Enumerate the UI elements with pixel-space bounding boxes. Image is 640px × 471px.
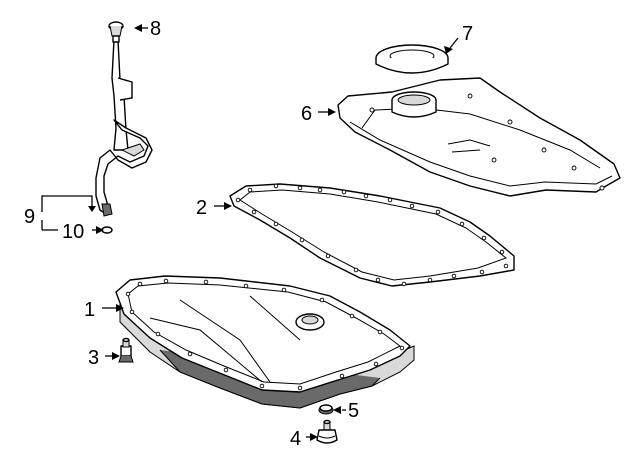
gasket-bolt-holes	[235, 183, 509, 287]
callout-8: 8	[150, 18, 161, 40]
part-bolt	[118, 337, 134, 363]
callout-1: 1	[84, 299, 95, 321]
pan-bolt-holes	[125, 278, 405, 391]
callout-5: 5	[348, 400, 359, 422]
part-dipstick-tube	[95, 39, 153, 217]
callout-9: 9	[24, 206, 35, 228]
part-dipstick-cap	[108, 21, 124, 43]
part-seal-ring	[375, 44, 449, 74]
part-drain-plug	[316, 419, 338, 444]
callout-7: 7	[462, 23, 473, 45]
callout-4: 4	[290, 428, 301, 450]
part-washer	[318, 404, 334, 415]
part-oil-pan	[115, 275, 415, 409]
part-filter	[337, 77, 621, 197]
callout-10: 10	[62, 221, 84, 243]
callout-2: 2	[196, 197, 207, 219]
part-gasket	[229, 183, 515, 287]
callout-3: 3	[88, 347, 99, 369]
leader-lines	[41, 24, 459, 441]
callout-6: 6	[301, 103, 312, 125]
